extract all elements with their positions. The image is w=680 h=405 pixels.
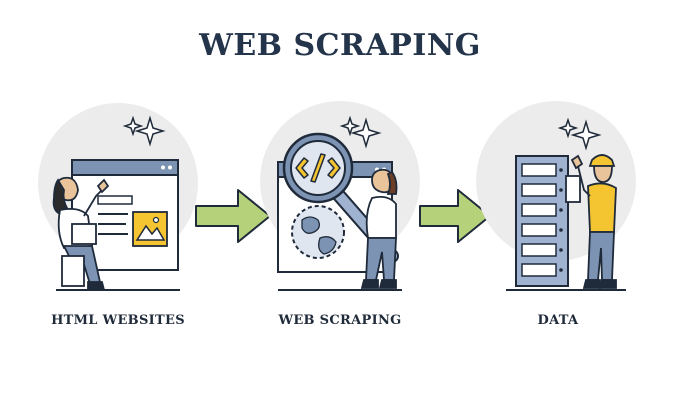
page-title: WEB SCRAPING: [199, 28, 481, 63]
magnifier-icon: [282, 132, 399, 263]
step-html-websites: [38, 103, 198, 291]
worker-figure: [565, 154, 617, 289]
step-label-web-scraping: WEB SCRAPING: [278, 313, 402, 328]
arrow-right-icon: [195, 189, 271, 243]
image-icon: [132, 211, 168, 247]
sparkle-icon: [122, 115, 166, 147]
person-figure: [360, 168, 398, 289]
step-label-data: DATA: [537, 313, 579, 328]
browser-window: [71, 159, 179, 271]
step-data: [476, 101, 636, 291]
sparkle-icon: [339, 115, 382, 149]
step-label-html-websites: HTML WEBSITES: [51, 313, 185, 328]
sparkle-icon: [557, 117, 602, 151]
globe-icon: [291, 205, 345, 259]
step-web-scraping: [260, 101, 420, 291]
arrow-right-icon: [419, 189, 491, 243]
server-rack-icon: [515, 155, 569, 287]
code-icon: [295, 153, 341, 183]
person-figure: [52, 176, 110, 291]
